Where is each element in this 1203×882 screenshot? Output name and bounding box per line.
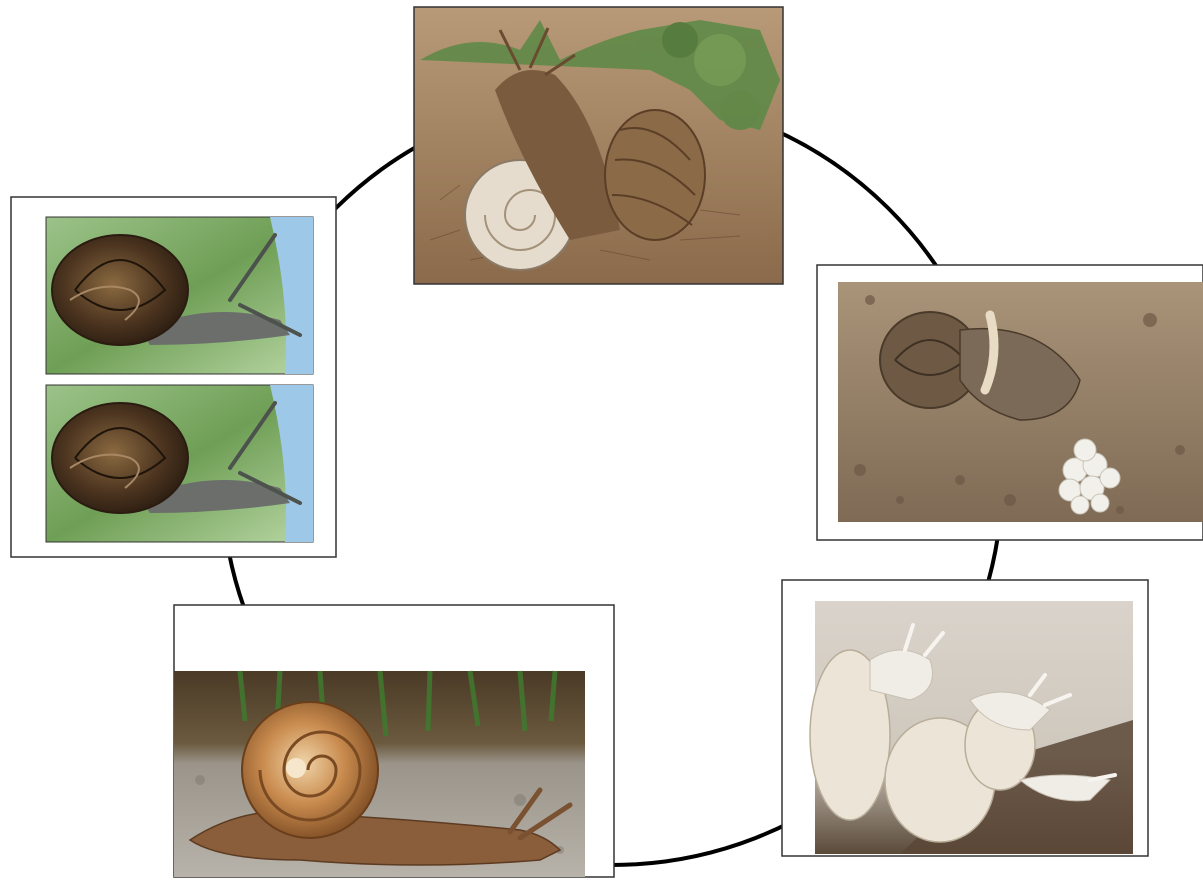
stage-egg-laying: [817, 265, 1203, 540]
stage-juvenile: [11, 197, 336, 557]
juvenile-photo-top: [46, 217, 313, 374]
stage-adult: [174, 605, 614, 877]
stage-mating: [414, 7, 783, 284]
stage-hatchlings: [782, 580, 1148, 856]
juvenile-photo-bottom: [46, 385, 313, 542]
